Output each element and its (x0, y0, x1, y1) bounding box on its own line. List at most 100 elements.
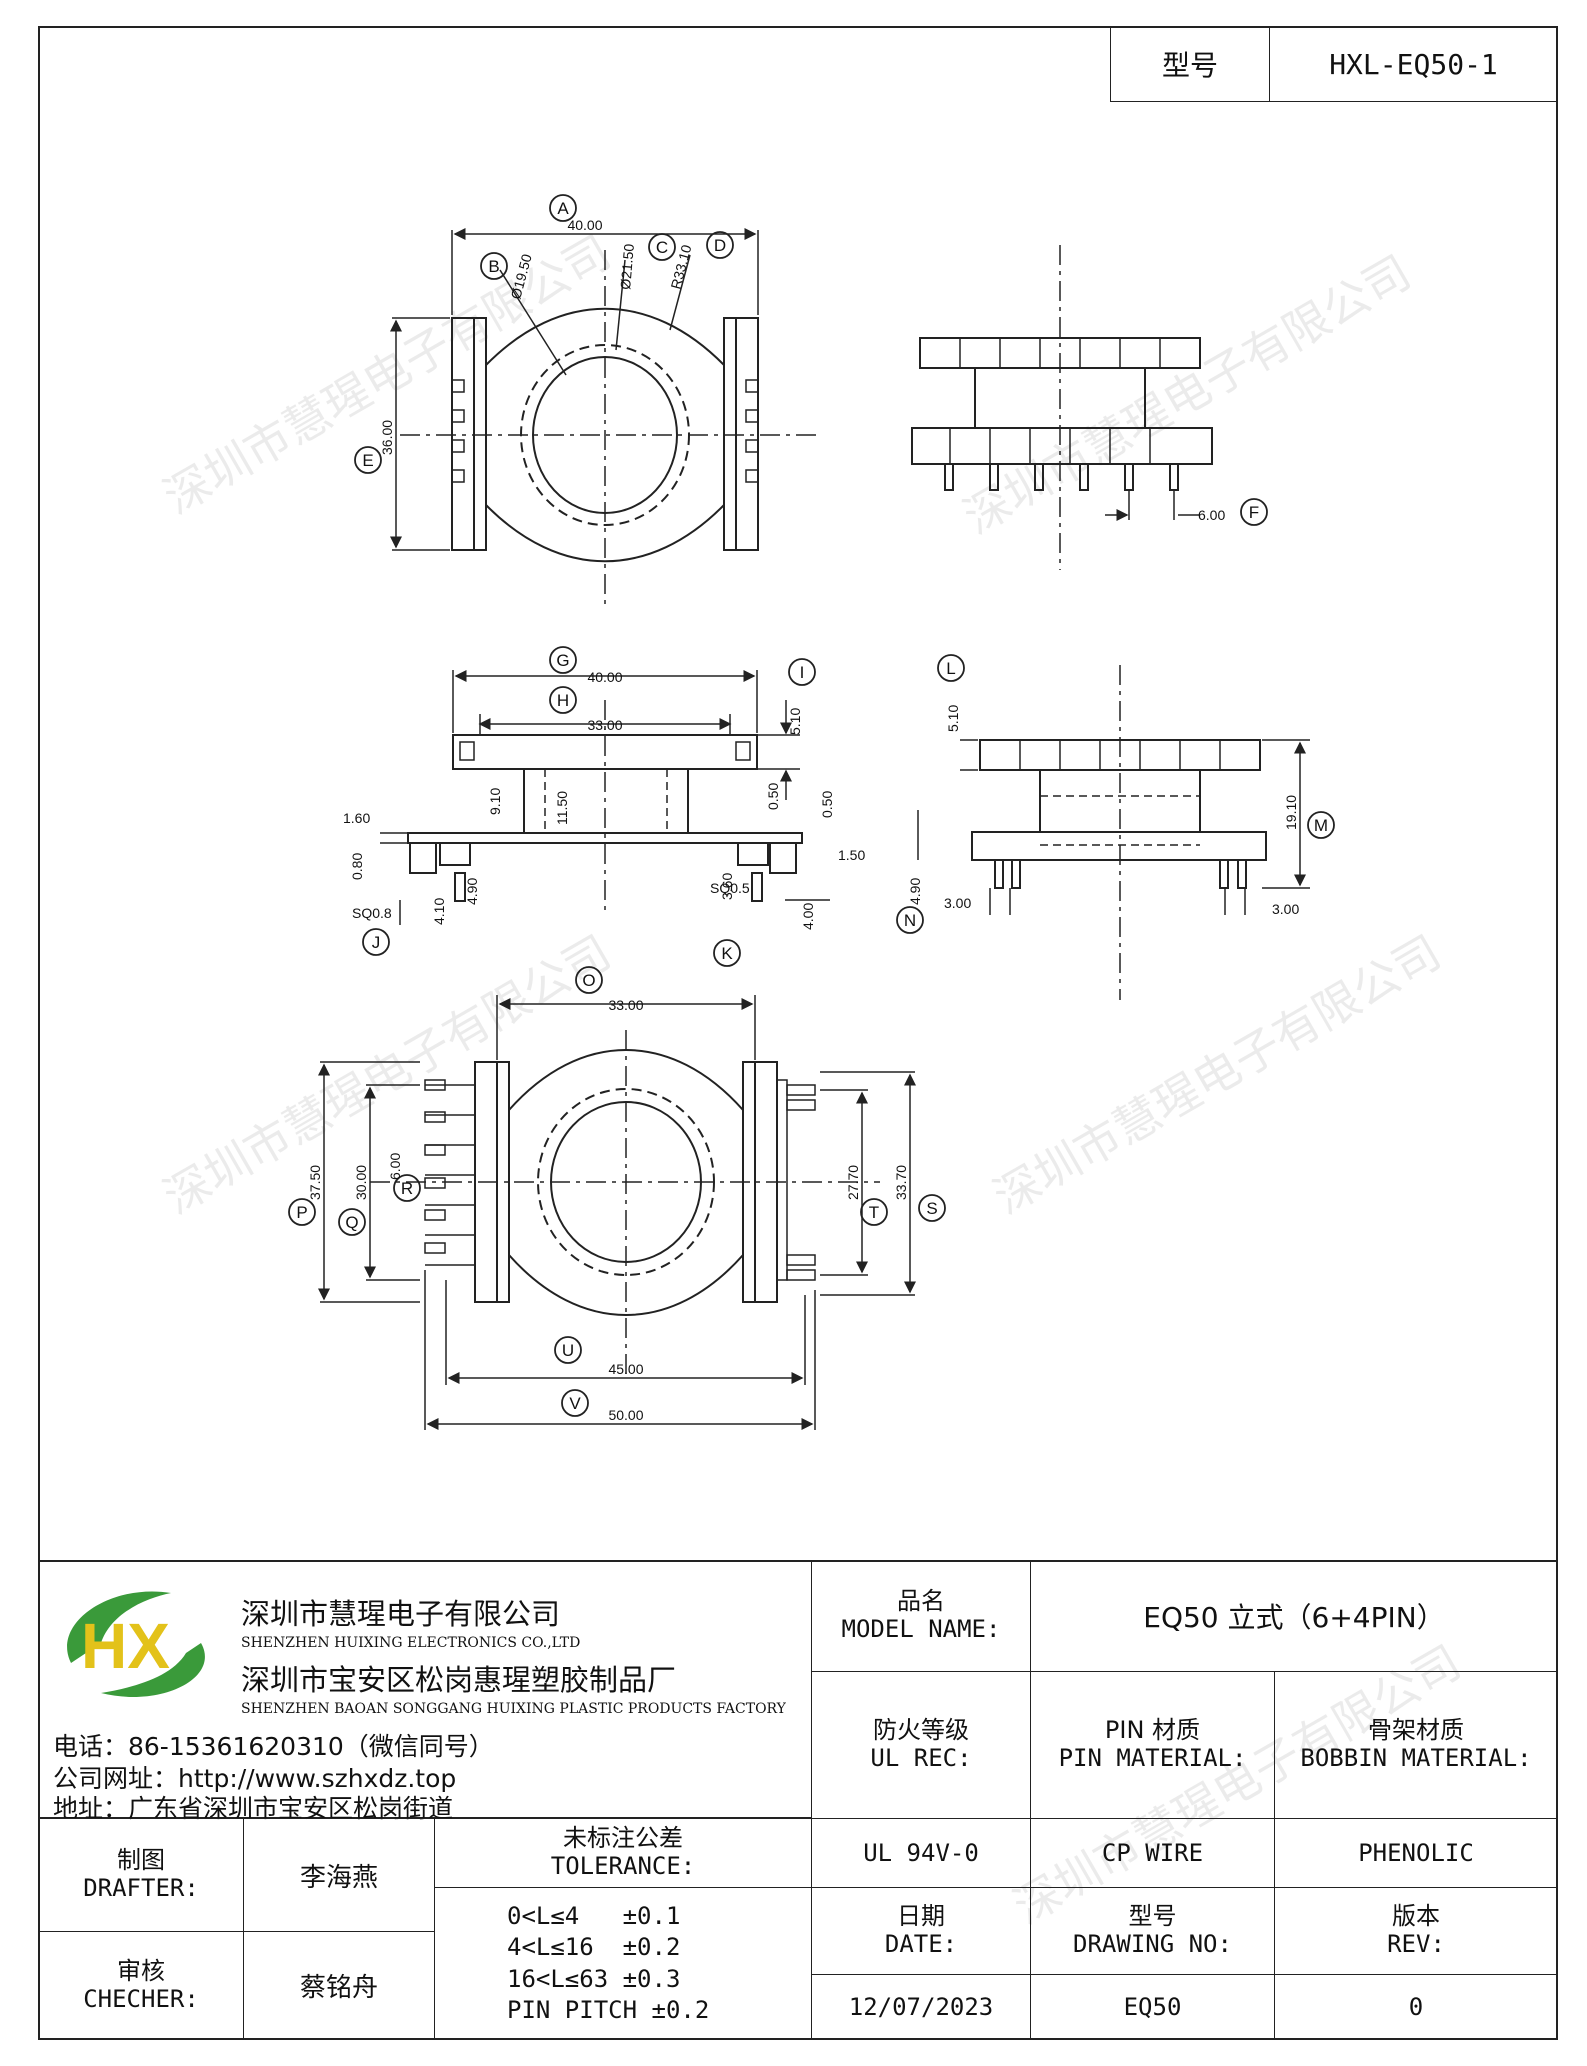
balloon-B: B (488, 257, 499, 276)
drawing-no-value: EQ50 (1030, 1974, 1275, 2040)
dim-K: SQ0.5 (710, 880, 750, 896)
dim-300a: 3.00 (944, 895, 971, 911)
dim-R: 6.00 (387, 1153, 403, 1180)
dim-B: Ø19.50 (507, 252, 534, 301)
dim-300b: 3.00 (1272, 901, 1299, 917)
factory-name-cn: 深圳市宝安区松岗惠瑆塑胶制品厂 (241, 1663, 677, 1697)
balloon-D: D (714, 236, 726, 255)
dim-410: 4.10 (431, 898, 447, 925)
tolerance-row: PIN PITCH ±0.2 (507, 1995, 710, 2024)
right-side-view (917, 665, 1310, 1000)
checker-label: 审核 CHECHER: (38, 1931, 244, 2040)
dim-H: 33.00 (587, 717, 622, 733)
drafter-name: 李海燕 (243, 1818, 435, 1932)
balloon-circles (288, 194, 1335, 1417)
factory-name-en: SHENZHEN BAOAN SONGGANG HUIXING PLASTIC … (241, 1701, 786, 1717)
dim-160: 1.60 (343, 810, 370, 826)
company-website: 公司网址：http://www.szhxdz.top (53, 1764, 457, 1793)
fire-rating-label: 防火等级 UL REC: (811, 1671, 1031, 1819)
fire-rating-value: UL 94V-0 (811, 1818, 1031, 1888)
pin-material-label: PIN 材质 PIN MATERIAL: (1030, 1671, 1275, 1819)
dim-F: 6.00 (1198, 507, 1225, 523)
dim-490: 4.90 (464, 878, 480, 905)
dim-V: 50.00 (608, 1407, 643, 1423)
balloon-N: N (904, 911, 916, 930)
tolerance-row: 0<L≤4 ±0.1 (507, 1902, 681, 1931)
dim-P: 37.50 (307, 1165, 323, 1200)
balloon-L: L (946, 659, 955, 678)
balloon-letters: A B C D E F G H I J K L M N O P Q R S T … (296, 199, 1328, 1413)
bobbin-material-label: 骨架材质 BOBBIN MATERIAL: (1274, 1671, 1558, 1819)
dim-A: 40.00 (567, 217, 602, 233)
tolerance-row: 16<L≤63 ±0.3 (507, 1964, 681, 1993)
dim-M: 19.10 (1283, 795, 1299, 830)
bottom-view (318, 995, 916, 1430)
dim-080: 0.80 (349, 853, 365, 880)
model-name-label: 品名 MODEL NAME: (811, 1560, 1031, 1672)
balloon-U: U (562, 1341, 574, 1360)
dim-C: Ø21.50 (617, 243, 637, 290)
dim-150: 1.50 (838, 847, 865, 863)
dim-U: 45.00 (608, 1361, 643, 1377)
dim-Q: 30.00 (353, 1165, 369, 1200)
side-view (911, 245, 1213, 570)
company-name-en: SHENZHEN HUIXING ELECTRONICS CO.,LTD (241, 1635, 581, 1651)
drawing-no-label: 型号 DRAWING NO: (1030, 1887, 1275, 1975)
drafter-label: 制图 DRAFTER: (38, 1818, 244, 1932)
dim-T: 27.70 (845, 1165, 861, 1200)
tolerance-list: 0<L≤4 ±0.1 4<L≤16 ±0.2 16<L≤63 ±0.3 PIN … (434, 1887, 812, 2040)
company-logo: HX (67, 1591, 205, 1697)
balloon-P: P (296, 1203, 307, 1222)
balloon-V: V (569, 1394, 581, 1413)
dim-400: 4.00 (800, 903, 816, 930)
header-model-label: 型号 (1110, 26, 1270, 102)
company-block: HX 深圳市慧瑆电子有限公司 SHENZHEN HUIXING ELECTRON… (38, 1560, 812, 1823)
balloon-I: I (800, 663, 805, 682)
balloon-S: S (926, 1199, 937, 1218)
balloon-C: C (656, 238, 668, 257)
dim-E: 36.00 (379, 420, 395, 455)
dim-J: SQ0.8 (352, 905, 392, 921)
technical-drawing: A B C D E F G H I J K L M N O P Q R S T … (288, 194, 1335, 1430)
top-view (390, 228, 820, 605)
title-block (38, 1560, 1558, 2042)
model-name-value: EQ50 立式（6+4PIN） (1030, 1560, 1558, 1672)
dim-O: 33.00 (608, 997, 643, 1013)
dim-1150: 11.50 (554, 791, 570, 825)
dim-N: 4.90 (907, 878, 923, 905)
balloon-O: O (582, 971, 595, 990)
rev-value: 0 (1274, 1974, 1558, 2040)
balloon-J: J (372, 933, 381, 952)
balloon-F: F (1249, 503, 1259, 522)
balloon-K: K (721, 944, 733, 963)
date-label: 日期 DATE: (811, 1887, 1031, 1975)
tolerance-label: 未标注公差 TOLERANCE: (434, 1818, 812, 1888)
dim-I: 5.10 (787, 708, 803, 735)
dim-G: 40.00 (587, 669, 622, 685)
front-view (380, 670, 830, 925)
balloon-Q: Q (345, 1213, 358, 1232)
balloon-G: G (556, 651, 569, 670)
balloon-A: A (557, 199, 569, 218)
dim-910: 9.10 (487, 788, 503, 815)
dim-D: R33.10 (667, 243, 694, 291)
bobbin-material-value: PHENOLIC (1274, 1818, 1558, 1888)
rev-label: 版本 REV: (1274, 1887, 1558, 1975)
checker-name: 蔡铭舟 (243, 1931, 435, 2040)
logo-letters: HX (81, 1610, 170, 1682)
company-name-cn: 深圳市慧瑆电子有限公司 (241, 1597, 561, 1631)
balloon-R: R (401, 1179, 413, 1198)
dim-360: 3.60 (719, 873, 735, 900)
balloon-M: M (1314, 816, 1328, 835)
balloon-H: H (557, 691, 569, 710)
company-phone: 电话：86-15361620310（微信同号） (53, 1732, 494, 1761)
dimension-values: 40.00 Ø19.50 Ø21.50 R33.10 36.00 6.00 40… (307, 217, 1299, 1423)
dim-S: 33.70 (893, 1165, 909, 1200)
date-value: 12/07/2023 (811, 1974, 1031, 2040)
balloon-E: E (362, 451, 373, 470)
dim-L: 5.10 (945, 705, 961, 732)
balloon-T: T (869, 1203, 879, 1222)
header-model-value: HXL-EQ50-1 (1269, 26, 1558, 102)
dim-050a: 0.50 (765, 783, 781, 810)
dim-050b: 0.50 (819, 791, 835, 818)
